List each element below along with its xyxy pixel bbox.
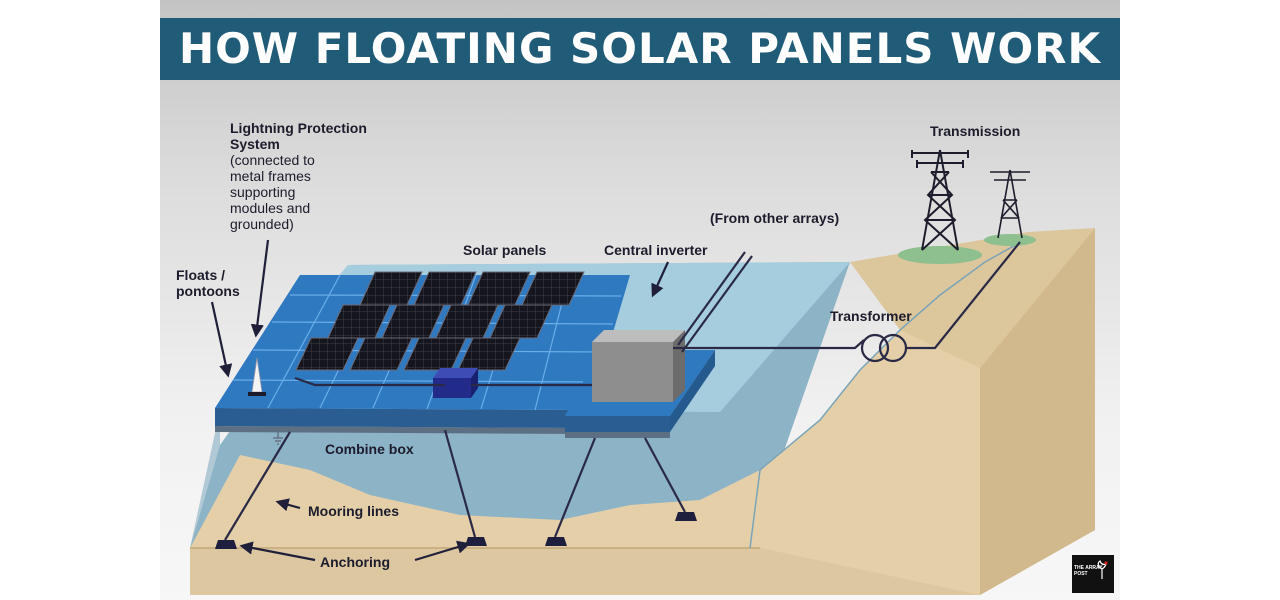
land-side: [980, 228, 1095, 595]
label-from-other-arrays: (From other arrays): [710, 210, 840, 226]
label-lightning-protection: Lightning Protection System: [230, 120, 367, 152]
land-front: [190, 228, 1095, 595]
inverter-side: [673, 330, 685, 402]
diagram-canvas: HOW FLOATING SOLAR PANELS WORK: [160, 0, 1120, 600]
transmission-tower-large: [911, 149, 969, 251]
leader-arrows: [210, 239, 670, 562]
lightning-rod-base: [248, 392, 266, 396]
tower-pad-2: [984, 234, 1036, 246]
label-lightning-note: (connected to metal frames supporting mo…: [230, 152, 315, 232]
transformer-symbol: [860, 333, 908, 363]
ground-strip: [190, 548, 980, 595]
label-anchoring: Anchoring: [320, 554, 390, 570]
central-inverter-box: [592, 342, 673, 402]
float-platform-bottom: [215, 426, 590, 434]
label-mooring-lines: Mooring lines: [308, 503, 399, 519]
inverter-platform-side-right: [670, 350, 715, 432]
inverter-top: [592, 330, 685, 342]
diagram-scene: [190, 149, 1095, 595]
float-platform-side: [215, 408, 590, 428]
publisher-logo: THE ARRAY POST: [1072, 555, 1114, 593]
combine-box-side: [471, 368, 478, 398]
title-banner: HOW FLOATING SOLAR PANELS WORK: [160, 18, 1120, 80]
label-central-inverter: Central inverter: [604, 242, 708, 258]
solar-panel-array: [295, 271, 585, 371]
ground-symbol: [273, 432, 283, 445]
tower-pad-1: [898, 246, 982, 264]
label-solar-panels: Solar panels: [463, 242, 547, 258]
inverter-platform-bottom: [565, 432, 670, 438]
label-combine-box: Combine box: [325, 441, 414, 457]
label-transformer: Transformer: [830, 308, 912, 324]
combine-box-top: [433, 368, 478, 378]
water-front-edge: [190, 410, 220, 548]
mooring-lines: [224, 429, 686, 541]
wiring: [294, 241, 1021, 387]
diagram-title: HOW FLOATING SOLAR PANELS WORK: [178, 24, 1102, 73]
combine-box: [433, 378, 471, 398]
label-transmission: Transmission: [930, 123, 1021, 139]
transmission-tower-small: [990, 169, 1030, 239]
publisher-logo-text: THE ARRAY POST: [1074, 565, 1103, 577]
bird-icon: [1097, 560, 1108, 579]
land-top: [850, 228, 1095, 368]
label-floats-pontoons: Floats / pontoons: [176, 267, 240, 299]
inverter-platform-side: [565, 416, 670, 432]
